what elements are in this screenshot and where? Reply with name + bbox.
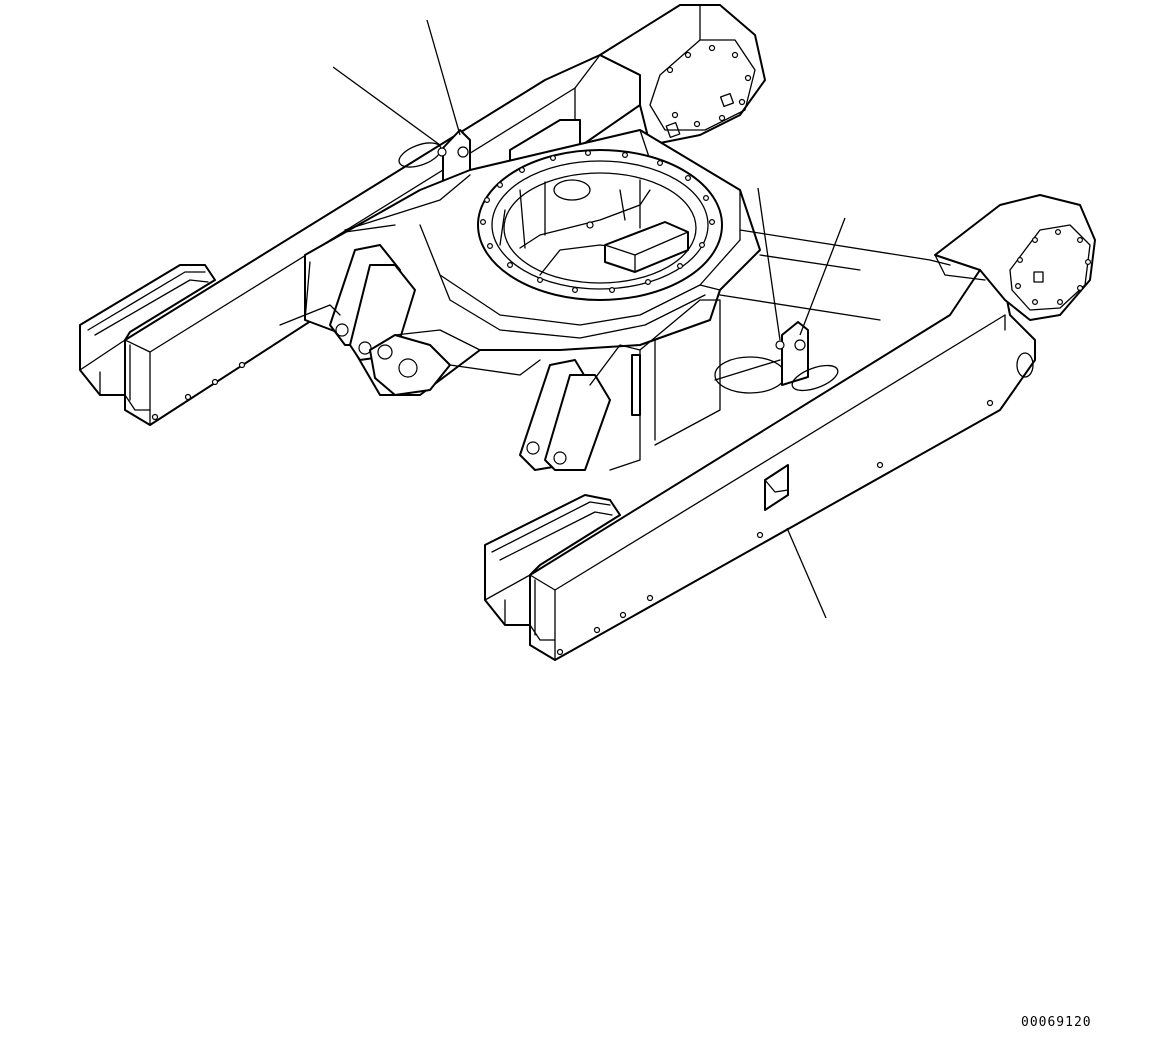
right-frame-bosses [765,322,841,510]
left-front-end-bracket [80,265,215,410]
right-front-end-bracket [485,495,620,640]
right-track-frame [530,270,1035,660]
blade-brackets [280,245,720,470]
leader-line-1 [333,67,440,145]
frame-bolt-holes [153,363,993,655]
crossmember [715,230,950,393]
left-sprocket-housing [600,5,765,145]
leader-lines [333,20,845,618]
leader-line-4 [800,218,845,335]
leader-line-3 [758,188,780,340]
leader-line-5 [787,528,826,618]
right-sprocket-housing [935,195,1095,320]
figure-id-label: 00069120 [1021,1015,1092,1030]
swing-circle [478,150,722,300]
leader-line-2 [427,20,460,135]
